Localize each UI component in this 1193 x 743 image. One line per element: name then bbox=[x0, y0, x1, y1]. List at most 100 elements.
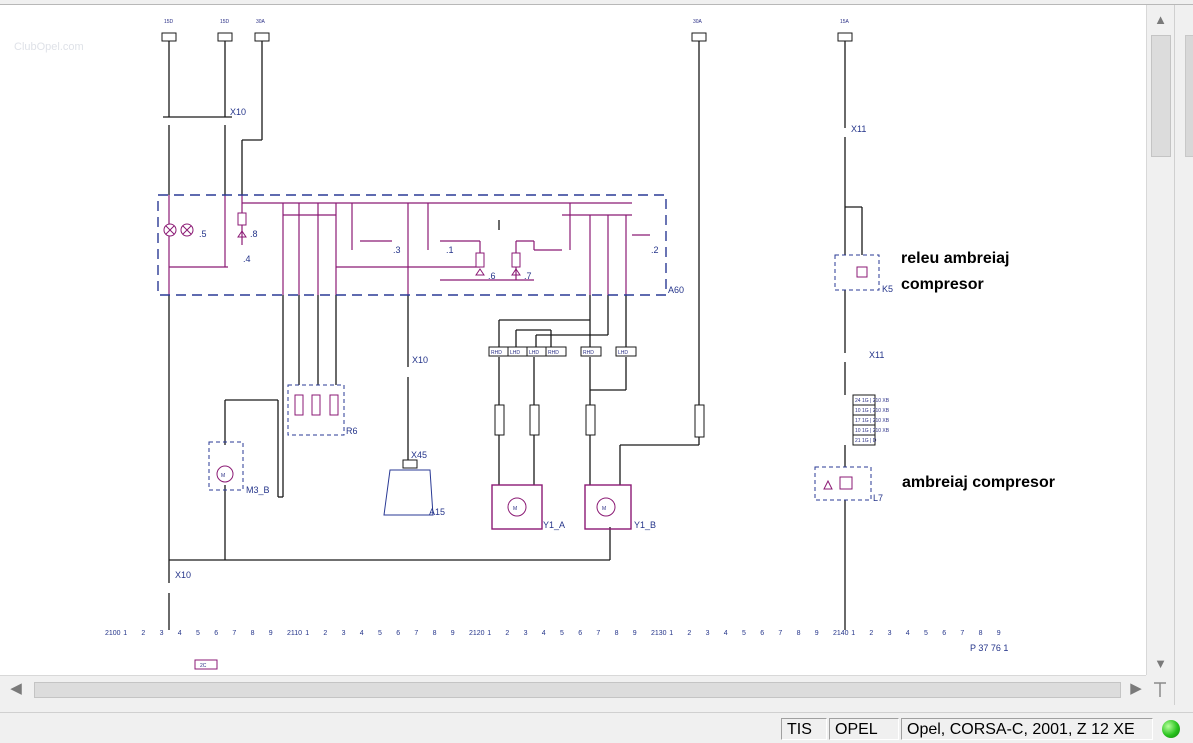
scale-tick: 4 bbox=[724, 630, 728, 637]
scale-tick: 7 bbox=[232, 630, 236, 637]
scroll-right-arrow-icon[interactable]: ▶ bbox=[1130, 680, 1142, 697]
scale-tick: 7 bbox=[414, 630, 418, 637]
scale-tick: 2120 bbox=[469, 630, 485, 637]
scale-tick: 8 bbox=[433, 630, 437, 637]
connector-code-4: RHD bbox=[548, 350, 559, 356]
scale-tick: 9 bbox=[815, 630, 819, 637]
symbols: M M M bbox=[163, 212, 880, 670]
scale-tick: 8 bbox=[615, 630, 619, 637]
scale-tick: 3 bbox=[160, 630, 164, 637]
scale-tick: 2100 bbox=[105, 630, 121, 637]
annotation-clutch: ambreiaj compresor bbox=[902, 474, 1055, 491]
scale-tick: 6 bbox=[396, 630, 400, 637]
scale-tick: 8 bbox=[797, 630, 801, 637]
scale-tick: 7 bbox=[960, 630, 964, 637]
scale-tick: 9 bbox=[451, 630, 455, 637]
drawing-number: P 37 76 1 bbox=[970, 643, 1008, 653]
scale-tick: 2 bbox=[505, 630, 509, 637]
label-p2: .2 bbox=[651, 245, 659, 255]
label-a60: A60 bbox=[668, 285, 684, 295]
label-x10-bottom: X10 bbox=[175, 570, 191, 580]
horizontal-scrollbar[interactable]: ◀ ▶ bbox=[0, 675, 1173, 702]
horizontal-scroll-thumb[interactable] bbox=[34, 682, 1121, 698]
annotation-relay-line1: releu ambreiaj bbox=[901, 250, 1010, 267]
scale-tick: 6 bbox=[578, 630, 582, 637]
vertical-scroll-thumb[interactable] bbox=[1151, 35, 1171, 157]
scale-tick: 1 bbox=[487, 630, 491, 637]
svg-text:M: M bbox=[513, 506, 517, 512]
label-y1a: Y1_A bbox=[543, 520, 565, 530]
svg-text:M: M bbox=[221, 473, 225, 479]
scroll-left-arrow-icon[interactable]: ◀ bbox=[10, 680, 22, 697]
scale-tick: 1 bbox=[669, 630, 673, 637]
scale-tick: 5 bbox=[924, 630, 928, 637]
status-make: OPEL bbox=[829, 718, 899, 740]
label-p5: .5 bbox=[199, 229, 207, 239]
scale-tick: 1 bbox=[305, 630, 309, 637]
scale-tick: 7 bbox=[596, 630, 600, 637]
scale-tick: 6 bbox=[760, 630, 764, 637]
scale-tick: 8 bbox=[979, 630, 983, 637]
vertical-scrollbar[interactable]: ▲ ▼ bbox=[1146, 5, 1174, 675]
label-p6: .6 bbox=[488, 271, 496, 281]
svg-text:21 1G | D: 21 1G | D bbox=[855, 438, 877, 444]
label-k5: K5 bbox=[882, 284, 893, 294]
outer-vertical-scrollbar[interactable] bbox=[1174, 5, 1193, 705]
label-p4: .4 bbox=[243, 254, 251, 264]
scale-tick: 9 bbox=[269, 630, 273, 637]
scale-tick: 2110 bbox=[287, 630, 302, 637]
label-x10-top: X10 bbox=[230, 107, 246, 117]
status-source: TIS bbox=[781, 718, 827, 740]
scale-tick: 2 bbox=[141, 630, 145, 637]
label-y1b: Y1_B bbox=[634, 520, 656, 530]
label-p3: .3 bbox=[393, 245, 401, 255]
label-x11-bottom: X11 bbox=[869, 350, 884, 360]
label-r6: R6 bbox=[346, 426, 358, 436]
connector-boxes: RHD LHD LHD RHD RHD LHD bbox=[488, 346, 637, 357]
scale-tick: 5 bbox=[742, 630, 746, 637]
scroll-down-arrow-icon[interactable]: ▼ bbox=[1154, 656, 1167, 671]
black-wires bbox=[163, 41, 863, 630]
wiring-diagram: ClubOpel.com 15D 15D 30A 30A 15A bbox=[14, 19, 1055, 670]
connector-code-3: LHD bbox=[529, 350, 539, 356]
scale-tick: 4 bbox=[906, 630, 910, 637]
purple-circuit bbox=[168, 195, 650, 295]
svg-text:10 1G | 210 XB: 10 1G | 210 XB bbox=[855, 428, 890, 434]
svg-text:17 1G | 210 XB: 17 1G | 210 XB bbox=[855, 418, 890, 424]
fuse-code-1: 15D bbox=[164, 19, 174, 25]
scale-tick: 9 bbox=[997, 630, 1001, 637]
svg-text:24 1G | 210 XB: 24 1G | 210 XB bbox=[855, 398, 890, 404]
label-x45: X45 bbox=[411, 450, 427, 460]
outer-scroll-thumb[interactable] bbox=[1185, 35, 1193, 157]
scale-tick: 2140 bbox=[833, 630, 849, 637]
scale-tick: 5 bbox=[378, 630, 382, 637]
scale-tick: 1 bbox=[123, 630, 127, 637]
connector-code-1: RHD bbox=[491, 350, 502, 356]
scale-tick: 4 bbox=[542, 630, 546, 637]
scale-tick: 3 bbox=[706, 630, 710, 637]
size-grip-icon[interactable] bbox=[1146, 675, 1173, 701]
scale-tick: 9 bbox=[633, 630, 637, 637]
top-border bbox=[0, 0, 1193, 5]
status-indicator-icon bbox=[1162, 720, 1180, 738]
scroll-up-arrow-icon[interactable]: ▲ bbox=[1154, 12, 1167, 27]
diagram-canvas[interactable]: ClubOpel.com 15D 15D 30A 30A 15A bbox=[0, 5, 1146, 675]
connector-code-5: RHD bbox=[583, 350, 594, 356]
scale-tick: 5 bbox=[560, 630, 564, 637]
label-p1: .1 bbox=[446, 245, 454, 255]
scale-tick: 4 bbox=[178, 630, 182, 637]
label-l7: L7 bbox=[873, 493, 883, 503]
fuse-code-3: 30A bbox=[256, 19, 266, 25]
scale-tick: 4 bbox=[360, 630, 364, 637]
connector-code-2: LHD bbox=[510, 350, 520, 356]
svg-text:M: M bbox=[602, 506, 606, 512]
scale-tick: 2 bbox=[869, 630, 873, 637]
connector-code-6: LHD bbox=[618, 350, 628, 356]
status-bar: TIS OPEL Opel, CORSA-C, 2001, Z 12 XE bbox=[0, 712, 1193, 743]
scale-tick: 8 bbox=[251, 630, 255, 637]
fuse-code-5: 15A bbox=[840, 19, 850, 25]
fuse-code-4: 30A bbox=[693, 19, 703, 25]
label-p8: .8 bbox=[250, 229, 258, 239]
label-x10-mid: X10 bbox=[412, 355, 428, 365]
